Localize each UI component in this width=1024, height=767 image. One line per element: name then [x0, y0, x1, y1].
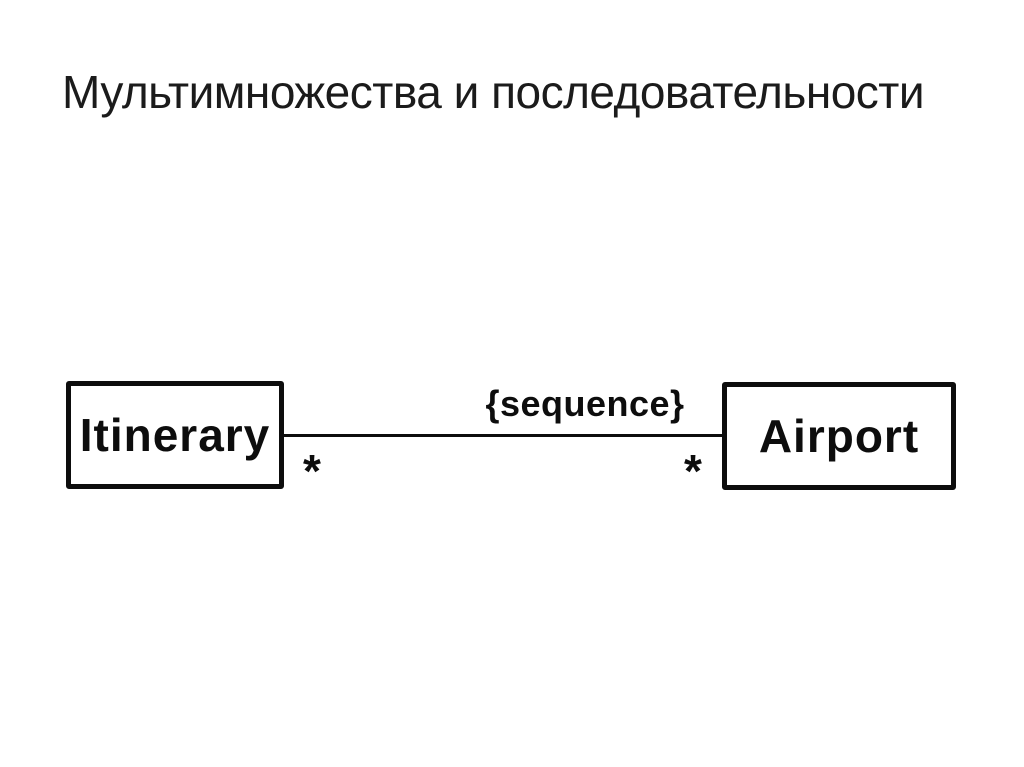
slide-title: Мультимножества и последовательности [62, 66, 925, 118]
class-box-itinerary: Itinerary [66, 381, 284, 489]
association-constraint-label: {sequence} [485, 383, 685, 424]
multiplicity-itinerary-end: * [303, 445, 321, 497]
association-line [284, 434, 722, 437]
class-name-airport: Airport [758, 410, 920, 462]
class-name-itinerary: Itinerary [79, 409, 271, 461]
multiplicity-airport-end: * [684, 445, 702, 497]
class-box-airport: Airport [722, 382, 956, 490]
